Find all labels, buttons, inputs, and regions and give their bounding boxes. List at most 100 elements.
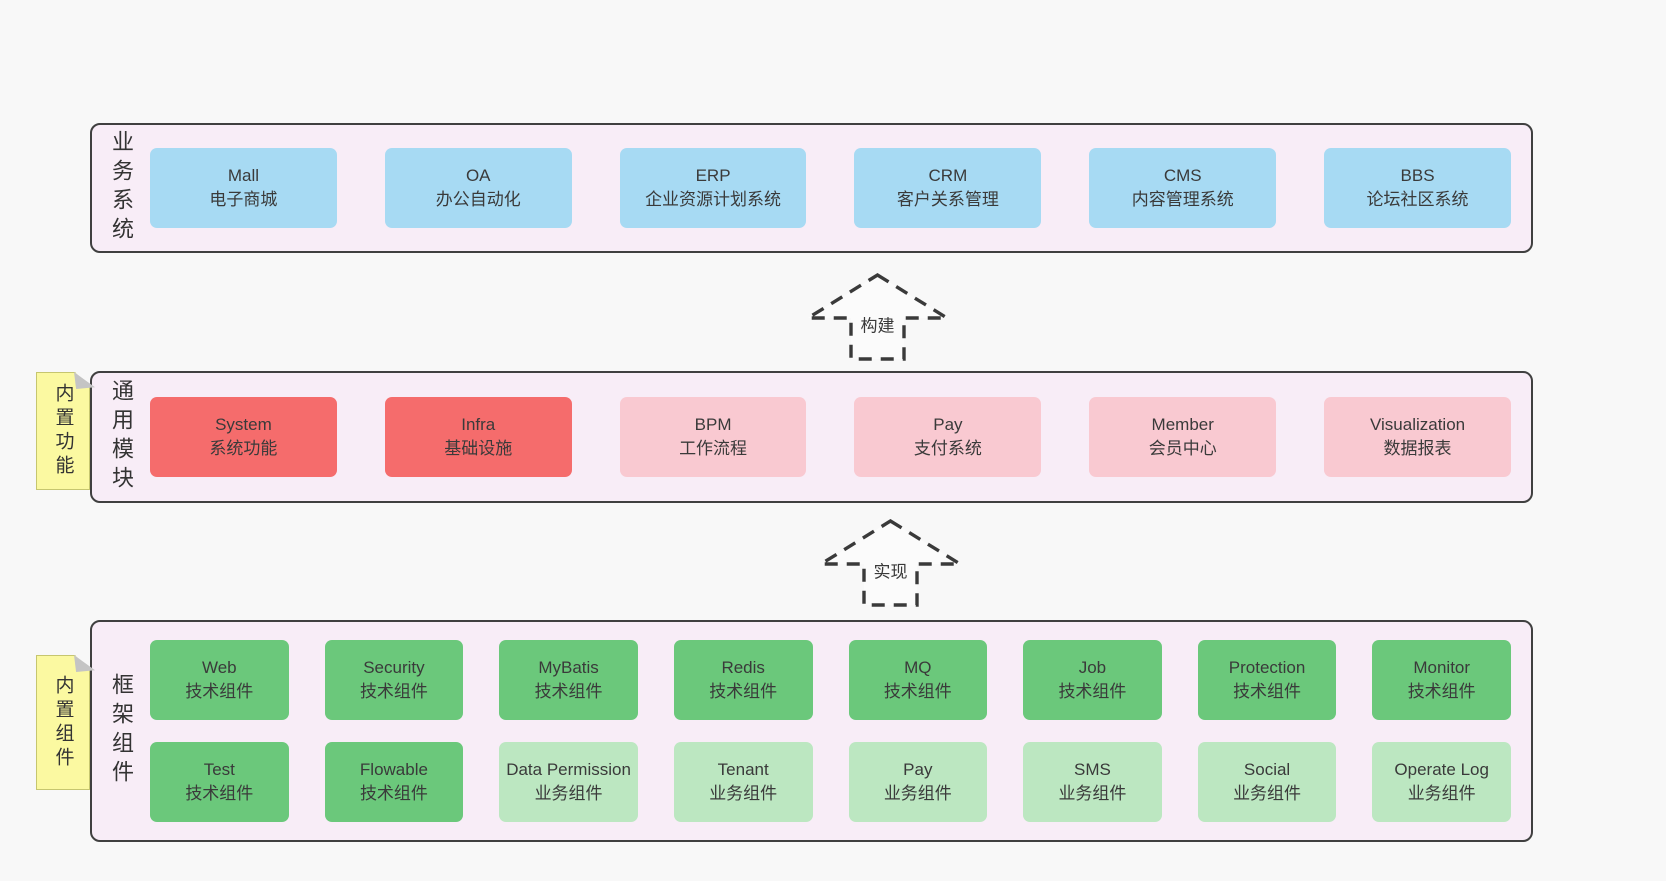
section-business-systems: 业务系统 Mall 电子商城 OA 办公自动化 ERP 企业资源计划系统 CRM 客户关系管理… — [90, 123, 1533, 253]
node-title: SMS — [1074, 759, 1111, 779]
node-subtitle: 技术组件 — [883, 682, 952, 701]
node-title: Operate Log — [1394, 759, 1489, 779]
node-subtitle: 业务组件 — [1058, 784, 1127, 803]
node-subtitle: 客户关系管理 — [896, 190, 999, 209]
node-bpm: BPM 工作流程 — [619, 397, 807, 477]
node-pay: Pay 业务组件 — [848, 742, 988, 822]
node-title: Test — [203, 759, 235, 779]
node-pay: Pay 支付系统 — [854, 397, 1042, 477]
node-title: Security — [363, 657, 425, 677]
node-title: Pay — [933, 414, 963, 434]
node-subtitle: 论坛社区系统 — [1366, 190, 1469, 209]
node-subtitle: 企业资源计划系统 — [645, 190, 782, 209]
box-row: System 系统功能 Infra 基础设施 BPM 工作流程 Pay 支付系统 Member 会… — [150, 397, 1511, 477]
node-infra: Infra 基础设施 — [384, 397, 572, 477]
node-subtitle: 办公自动化 — [435, 190, 521, 209]
node-web: Web 技术组件 — [150, 640, 289, 720]
builtin-features-note-label: 内置功能 — [52, 383, 74, 479]
node-mall: Mall 电子商城 — [150, 148, 337, 228]
node-title: Member — [1151, 414, 1214, 434]
node-title: Monitor — [1413, 657, 1471, 677]
builtin-components-note: 内置组件 — [36, 655, 95, 790]
node-title: Mall — [227, 165, 259, 185]
node-title: ERP — [695, 165, 731, 185]
note-body — [36, 655, 90, 790]
build-arrow-up: 构建 — [805, 272, 950, 362]
node-title: BPM — [694, 414, 732, 434]
node-job: Job 技术组件 — [1023, 640, 1162, 720]
implement-arrow-up: 实现 — [818, 518, 963, 608]
node-subtitle: 技术组件 — [1233, 682, 1302, 701]
node-subtitle: 技术组件 — [359, 682, 428, 701]
node-system: System 系统功能 — [150, 397, 337, 477]
common-modules-boxes: System 系统功能 Infra 基础设施 BPM 工作流程 Pay 支付系统 Member 会… — [150, 373, 1511, 501]
node-member: Member 会员中心 — [1089, 397, 1277, 477]
box-row: Mall 电子商城 OA 办公自动化 ERP 企业资源计划系统 CRM 客户关系管理 CMS 内容… — [150, 148, 1511, 228]
build-arrow-label: 构建 — [856, 310, 899, 338]
builtin-features-note: 内置功能 — [36, 372, 95, 490]
node-monitor: Monitor 技术组件 — [1372, 640, 1511, 720]
section-common-modules: 通用模块 System 系统功能 Infra 基础设施 BPM 工作流程 Pay 支付系统 Me… — [90, 371, 1533, 503]
node-subtitle: 基础设施 — [444, 439, 513, 458]
node-title: Redis — [721, 657, 765, 677]
node-title: CMS — [1163, 165, 1202, 185]
node-title: Social — [1243, 759, 1291, 779]
node-data-permission: Data Permission 业务组件 — [499, 742, 638, 822]
node-subtitle: 电子商城 — [209, 190, 278, 209]
node-subtitle: 技术组件 — [1058, 682, 1127, 701]
node-title: MyBatis — [538, 657, 599, 677]
section-label-common-modules: 通用模块 — [109, 379, 134, 495]
node-subtitle: 业务组件 — [709, 784, 778, 803]
section-framework-components: 框架组件 Web 技术组件 Security 技术组件 MyBatis 技术组件 Redis… — [90, 620, 1533, 842]
node-flowable: Flowable 技术组件 — [324, 742, 464, 822]
node-subtitle: 业务组件 — [1407, 784, 1476, 803]
node-subtitle: 业务组件 — [883, 784, 952, 803]
node-title: Flowable — [359, 759, 428, 779]
note-body — [36, 372, 90, 490]
node-cms: CMS 内容管理系统 — [1089, 148, 1277, 228]
node-title: Job — [1078, 657, 1107, 677]
section-label-framework-components: 框架组件 — [109, 673, 134, 789]
node-subtitle: 支付系统 — [913, 439, 982, 458]
node-title: System — [215, 414, 272, 434]
node-subtitle: 内容管理系统 — [1131, 190, 1234, 209]
node-subtitle: 技术组件 — [534, 682, 603, 701]
node-subtitle: 会员中心 — [1148, 439, 1217, 458]
node-title: Visualization — [1369, 414, 1466, 434]
node-subtitle: 系统功能 — [209, 439, 278, 458]
node-subtitle: 技术组件 — [1407, 682, 1476, 701]
node-security: Security 技术组件 — [324, 640, 464, 720]
node-erp: ERP 企业资源计划系统 — [619, 148, 807, 228]
node-title: Protection — [1228, 657, 1306, 677]
node-title: Web — [201, 657, 237, 677]
node-subtitle: 技术组件 — [185, 784, 254, 803]
node-title: Tenant — [717, 759, 769, 779]
node-bbs: BBS 论坛社区系统 — [1324, 148, 1511, 228]
node-subtitle: 技术组件 — [359, 784, 428, 803]
node-test: Test 技术组件 — [150, 742, 289, 822]
node-oa: OA 办公自动化 — [384, 148, 572, 228]
node-operate-log: Operate Log 业务组件 — [1372, 742, 1511, 822]
node-title: BBS — [1400, 165, 1435, 185]
node-subtitle: 技术组件 — [185, 682, 254, 701]
node-title: Infra — [461, 414, 496, 434]
section-label-business-systems: 业务系统 — [109, 130, 134, 246]
node-title: Pay — [903, 759, 933, 779]
node-subtitle: 数据报表 — [1383, 439, 1452, 458]
node-title: CRM — [928, 165, 968, 185]
node-subtitle: 业务组件 — [534, 784, 603, 803]
implement-arrow-label: 实现 — [869, 556, 912, 584]
node-subtitle: 工作流程 — [679, 439, 748, 458]
node-title: Data Permission — [506, 759, 631, 779]
node-title: OA — [465, 165, 491, 185]
node-sms: SMS 业务组件 — [1023, 742, 1162, 822]
node-crm: CRM 客户关系管理 — [854, 148, 1042, 228]
builtin-components-note-label: 内置组件 — [52, 674, 74, 771]
node-tenant: Tenant 业务组件 — [673, 742, 813, 822]
